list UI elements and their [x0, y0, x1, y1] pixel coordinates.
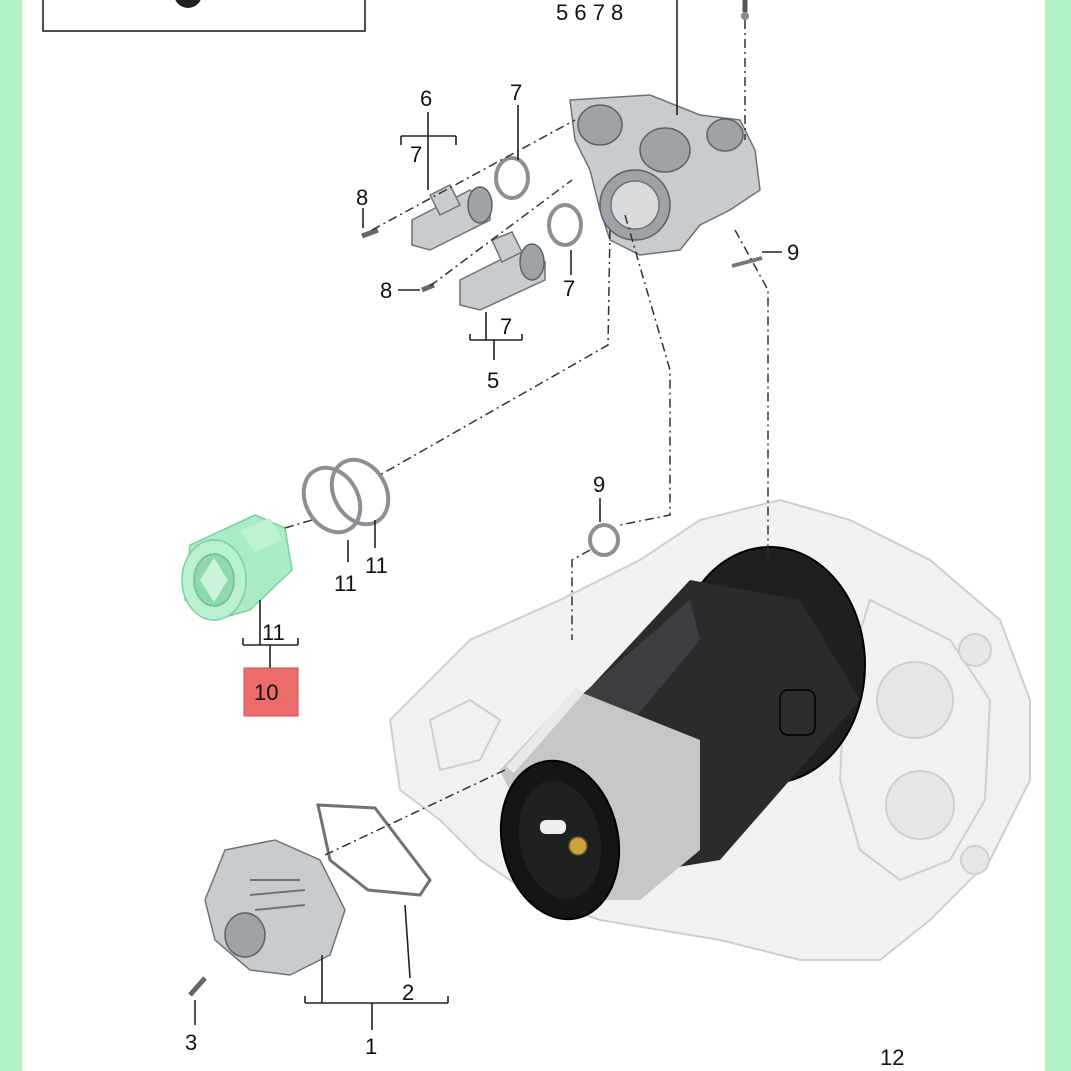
callout-7-right: 7 — [563, 276, 575, 301]
callout-11-left: 11 — [334, 571, 357, 596]
assembly-lines — [284, 20, 769, 856]
connection-pipe-upper — [411, 183, 493, 251]
callout-7-upper: 7 — [510, 80, 522, 105]
pump-gasket — [316, 803, 432, 897]
bolt-lower-left — [421, 282, 435, 293]
parts-diagram: 5 6 7 8 6 7 7 8 8 7 7 5 9 9 11 11 11 10 … — [22, 0, 1045, 1071]
callout-1: 1 — [365, 1034, 377, 1059]
diagram-svg: 5 6 7 8 6 7 7 8 8 7 7 5 9 9 11 11 11 10 … — [42, 0, 1031, 1070]
o-ring-middle — [547, 203, 583, 247]
coolant-outlet-housing — [569, 94, 761, 256]
callout-11-lower: 11 — [262, 620, 285, 645]
top-group-label: 5 6 7 8 — [556, 0, 623, 25]
thermostat-insert-highlighted — [181, 514, 293, 621]
bolt-upper-left — [361, 227, 379, 239]
connection-pipe-lower — [459, 231, 546, 311]
callout-9-upper: 9 — [787, 240, 799, 265]
callout-lines — [194, 0, 782, 1030]
callout-7-lower: 7 — [500, 314, 512, 339]
callout-11-right: 11 — [365, 553, 388, 578]
o-ring-upper — [494, 156, 530, 200]
callout-2: 2 — [402, 980, 414, 1005]
callout-8-upper: 8 — [356, 185, 368, 210]
page-number: 12 — [880, 1045, 904, 1070]
bolt-top — [741, 0, 749, 20]
callout-9-lower: 9 — [593, 472, 605, 497]
callout-3: 3 — [185, 1030, 197, 1055]
highlight-box — [243, 667, 299, 717]
o-ring-11b — [329, 457, 391, 527]
box-bullet — [175, 0, 201, 8]
callout-10-highlighted: 10 — [254, 680, 278, 705]
pin-9 — [731, 256, 763, 268]
o-ring-9 — [588, 523, 620, 557]
callout-8-lower: 8 — [380, 278, 392, 303]
top-left-box — [42, 0, 366, 32]
bolt-3 — [188, 976, 207, 997]
o-ring-11a — [301, 465, 363, 535]
callout-5: 5 — [487, 368, 499, 393]
callout-7-upper-left: 7 — [410, 142, 422, 167]
thermostat-housing — [499, 546, 866, 921]
water-pump — [204, 839, 346, 976]
callout-6: 6 — [420, 86, 432, 111]
